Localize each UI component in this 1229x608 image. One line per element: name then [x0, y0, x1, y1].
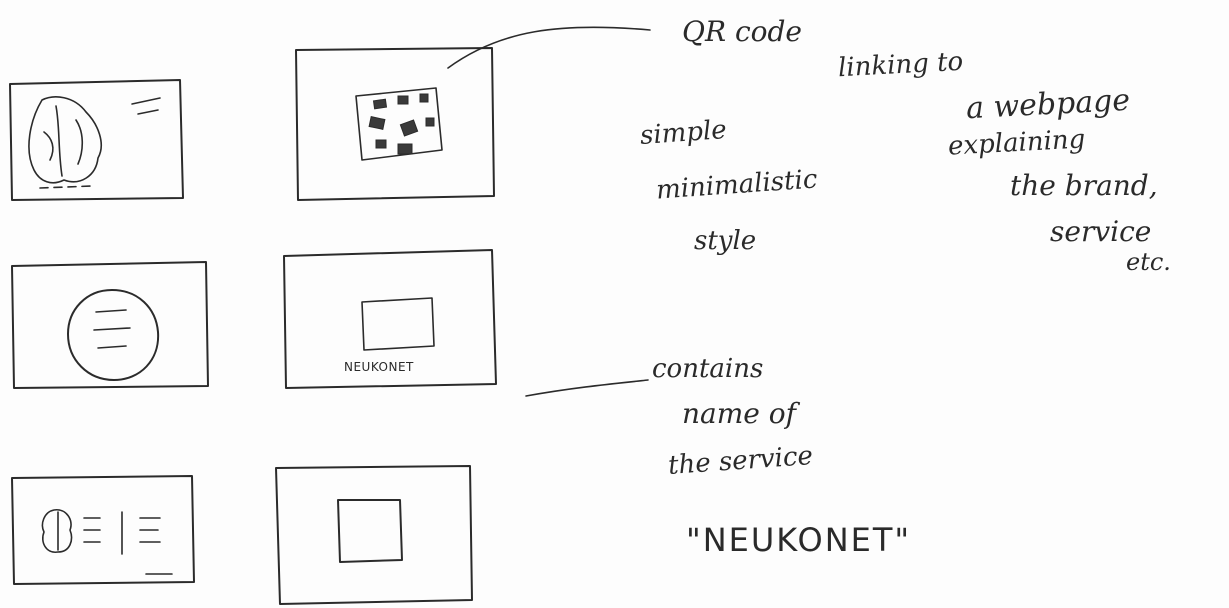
card-front-sketch-2	[11, 261, 209, 389]
note-style: style	[694, 226, 757, 256]
qr-code-icon	[355, 87, 443, 161]
note-explaining: explaining	[947, 124, 1086, 162]
circle-logo-icon	[67, 289, 160, 381]
note-service: service	[1050, 215, 1152, 248]
note-the-brand: the brand,	[1010, 169, 1158, 202]
note-simple: simple	[639, 115, 728, 151]
card-back-qr-sketch	[295, 26, 651, 201]
square-placeholder-icon	[361, 297, 435, 351]
card-front-sketch-1	[9, 79, 184, 201]
note-etc: etc.	[1126, 248, 1171, 276]
brain-doodle-icon	[28, 96, 102, 184]
note-quoted-name: "NEUKONET"	[686, 521, 912, 559]
note-linking-to: linking to	[837, 46, 964, 84]
card-front-sketch-3	[11, 475, 195, 585]
square-outline-icon	[337, 499, 403, 563]
note-name-of: name of	[682, 397, 796, 430]
note-a-webpage: a webpage	[965, 82, 1131, 127]
card-back-blank-sketch	[275, 465, 473, 605]
brain-mini-icon	[41, 509, 73, 553]
card-name-label: NEUKONET	[344, 360, 414, 374]
note-contains: contains	[652, 354, 764, 384]
note-qr-code: QR code	[682, 15, 802, 48]
card-back-name-sketch	[283, 249, 649, 397]
